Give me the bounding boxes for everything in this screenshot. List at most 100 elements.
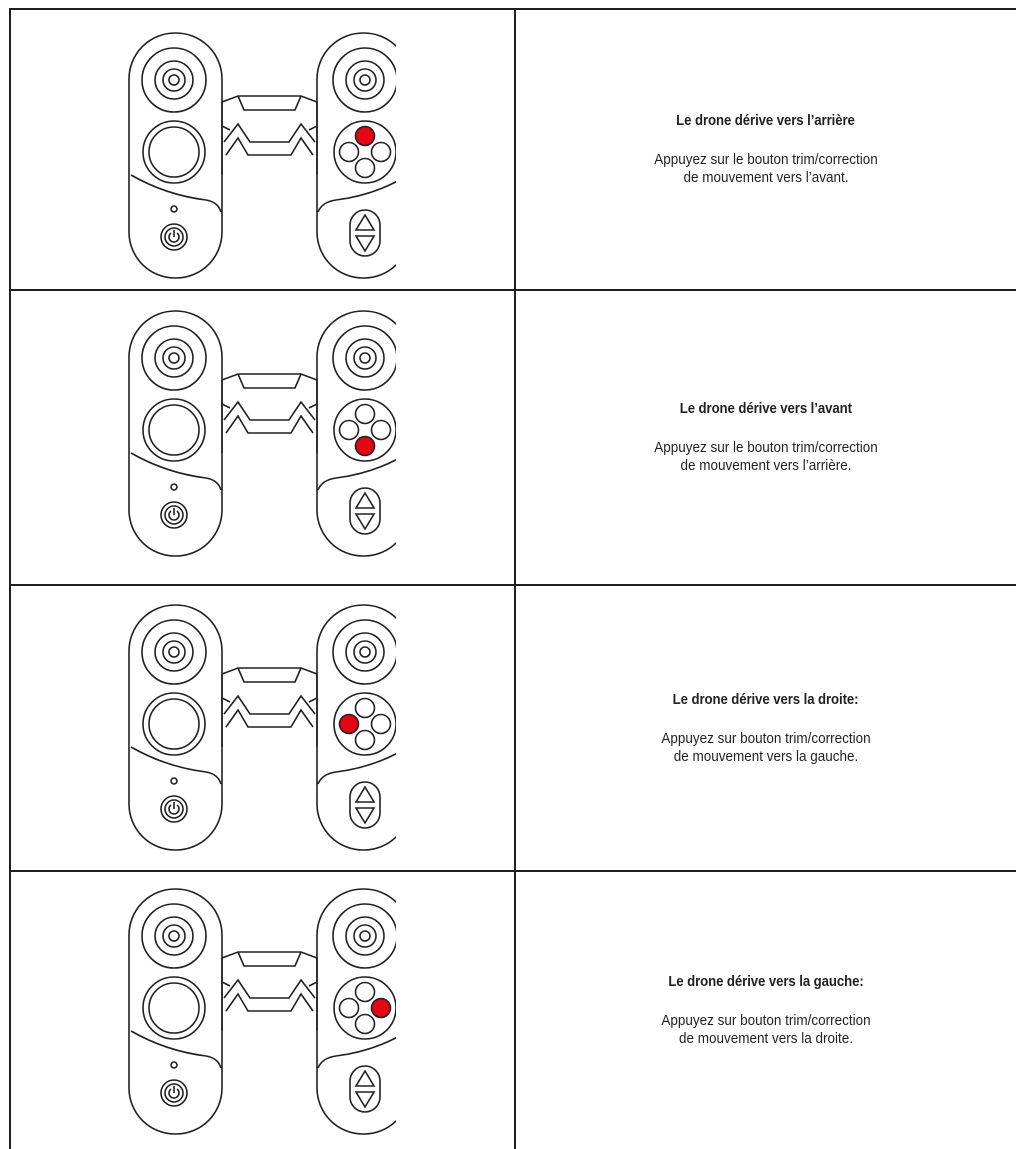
joystick-ring — [154, 338, 194, 378]
up-arrow-icon — [354, 213, 376, 231]
joystick-icon — [332, 325, 396, 391]
trim-button-right — [370, 419, 392, 441]
table-row: Le drone dérive vers la gauche: Appuyez … — [9, 871, 1016, 1149]
trim-dpad-ring — [333, 120, 396, 184]
throttle-button — [142, 120, 206, 184]
down-arrow-icon — [354, 1091, 376, 1109]
joystick-icon — [141, 619, 207, 685]
trim-button-left — [338, 997, 360, 1019]
controller-cell — [9, 585, 515, 871]
joystick-ring — [353, 68, 377, 92]
altitude-rocker — [349, 781, 381, 829]
power-icon — [160, 1079, 188, 1107]
power-button-inner — [164, 799, 184, 819]
trim-dpad-ring — [333, 692, 396, 756]
trim-button-left-highlighted — [338, 713, 360, 735]
joystick-ring — [162, 640, 186, 664]
instruction-text: Appuyez sur bouton trim/correction de mo… — [613, 1012, 919, 1048]
throttle-button-inner — [148, 698, 200, 750]
bridge-recess — [237, 951, 302, 967]
joystick-ring — [359, 646, 371, 658]
up-arrow-icon — [354, 491, 376, 509]
joystick-ring — [359, 930, 371, 942]
joystick-ring — [353, 640, 377, 664]
down-arrow-icon — [354, 513, 376, 531]
table-row: Le drone dérive vers l’arrière Appuyez s… — [9, 8, 1016, 290]
joystick-icon — [141, 47, 207, 113]
altitude-rocker — [349, 209, 381, 257]
trim-button-down — [354, 1013, 376, 1035]
trim-button-up — [354, 403, 376, 425]
down-arrow-icon — [354, 807, 376, 825]
left-grip-contour — [130, 452, 222, 491]
right-grip-contour — [317, 1036, 396, 1069]
joystick-icon — [332, 47, 396, 113]
trim-button-right — [370, 713, 392, 735]
power-button-inner — [164, 227, 184, 247]
controller-illustration — [128, 888, 396, 1135]
drift-heading: Le drone dérive vers la gauche: — [667, 972, 864, 990]
table-row: Le drone dérive vers l’avant Appuyez sur… — [9, 290, 1016, 585]
instruction-cell: Le drone dérive vers la gauche: Appuyez … — [515, 871, 1016, 1149]
joystick-icon — [332, 903, 396, 969]
joystick-ring — [154, 632, 194, 672]
instruction-line: Appuyez sur bouton trim/correction — [660, 1011, 871, 1029]
trim-dpad-icon — [333, 692, 396, 756]
instruction-cell: Le drone dérive vers la droite: Appuyez … — [515, 585, 1016, 871]
trim-dpad-ring — [333, 976, 396, 1040]
trim-instructions-table: Le drone dérive vers l’arrière Appuyez s… — [9, 8, 1016, 1149]
joystick-ring — [359, 74, 371, 86]
throttle-button — [142, 976, 206, 1040]
joystick-ring — [162, 924, 186, 948]
trim-button-down — [354, 729, 376, 751]
up-arrow-icon — [354, 1069, 376, 1087]
bridge-ridge-inner — [225, 136, 314, 156]
power-button-ring — [160, 223, 188, 251]
table-row: Le drone dérive vers la droite: Appuyez … — [9, 585, 1016, 871]
joystick-ring — [162, 346, 186, 370]
drift-heading: Le drone dérive vers l’avant — [679, 400, 852, 417]
joystick-ring — [345, 60, 385, 100]
throttle-button-inner — [148, 982, 200, 1034]
joystick-ring — [353, 346, 377, 370]
trim-button-up-highlighted — [354, 125, 376, 147]
rocker-outline — [349, 781, 381, 829]
controller-illustration — [128, 32, 396, 279]
led-indicator — [170, 1061, 178, 1069]
led-indicator — [170, 205, 178, 213]
bridge-recess — [237, 667, 302, 683]
bridge-top — [221, 951, 318, 959]
table-row-divider — [9, 584, 1016, 586]
bridge-ridge-inner — [225, 992, 314, 1012]
trim-button-up — [354, 981, 376, 1003]
joystick-icon — [141, 325, 207, 391]
bridge-recess — [237, 373, 302, 389]
power-icon — [160, 795, 188, 823]
joystick-ring — [345, 338, 385, 378]
power-button-ring — [160, 501, 188, 529]
right-grip-contour — [317, 458, 396, 491]
bridge-ridge — [223, 978, 316, 999]
bridge-detail — [221, 981, 318, 987]
power-button-inner — [164, 505, 184, 525]
joystick-ring — [353, 924, 377, 948]
controller-cell — [9, 290, 515, 585]
trim-button-down-highlighted — [354, 435, 376, 457]
bridge-top — [221, 373, 318, 381]
left-grip-contour — [130, 746, 222, 785]
trim-dpad-ring — [333, 398, 396, 462]
joystick-ring — [168, 352, 180, 364]
joystick-ring — [162, 68, 186, 92]
joystick-icon — [141, 903, 207, 969]
controller-illustration — [128, 310, 396, 557]
power-button-inner — [164, 1083, 184, 1103]
controller-cell — [9, 871, 515, 1149]
power-icon — [160, 223, 188, 251]
joystick-ring — [168, 74, 180, 86]
instruction-text: Appuyez sur le bouton trim/correction de… — [613, 151, 919, 187]
joystick-ring — [168, 930, 180, 942]
drift-heading: Le drone dérive vers la droite: — [672, 690, 859, 708]
rocker-outline — [349, 487, 381, 535]
rocker-outline — [349, 1065, 381, 1113]
power-symbol-arc — [168, 510, 180, 521]
